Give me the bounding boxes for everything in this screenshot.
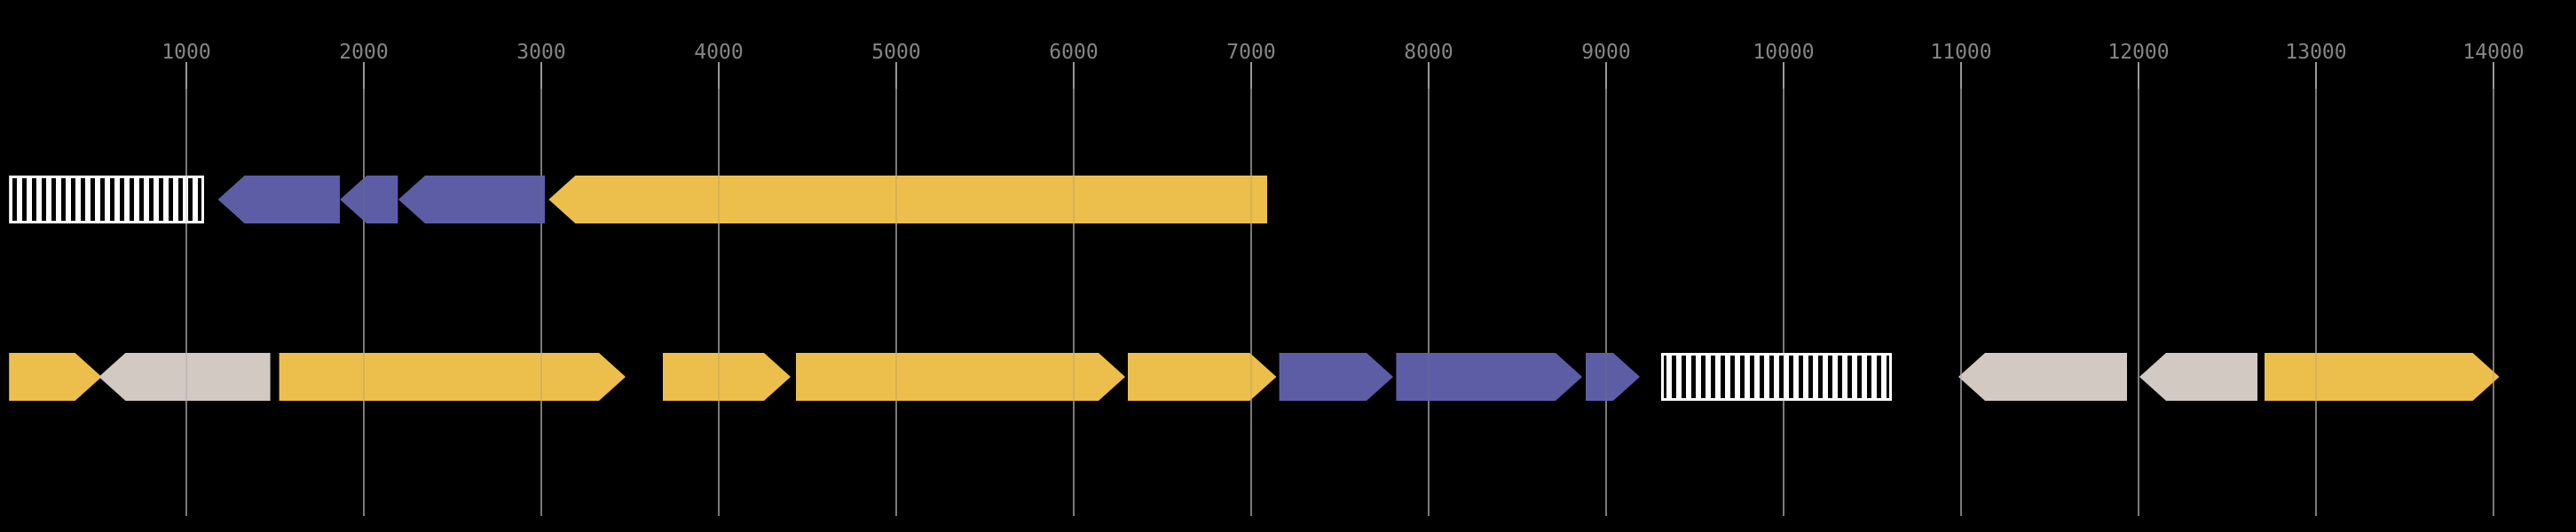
- gene-arrow-left-purple: [340, 176, 398, 223]
- gene-arrow-right-yellow: [796, 353, 1125, 401]
- gene-arrow-right-purple: [1396, 353, 1582, 401]
- gene-arrow-left-gray: [2139, 353, 2257, 401]
- axis-tick-labels: 1000 2000 3000 4000 5000 6000 7000 8000 9000 1000…: [161, 41, 2524, 64]
- tick-label: 4000: [694, 41, 743, 64]
- striped-box: [1661, 353, 1892, 401]
- gene-arrow-right-yellow: [9, 353, 102, 401]
- gene-arrow-right-yellow: [663, 353, 791, 401]
- gene-arrow-right-purple: [1279, 353, 1393, 401]
- tick-label: 12000: [2107, 41, 2169, 64]
- tick-label: 14000: [2462, 41, 2524, 64]
- gene-arrow-left-purple: [217, 176, 340, 223]
- tick-label: 5000: [871, 41, 920, 64]
- striped-box-hatch: [1664, 356, 1889, 398]
- tick-label: 10000: [1753, 41, 1814, 64]
- striped-box-hatch: [12, 178, 202, 221]
- gene-arrow-right-purple: [1586, 353, 1640, 401]
- striped-box: [9, 176, 205, 223]
- tick-label: 7000: [1226, 41, 1275, 64]
- grid-overlay: [185, 62, 2494, 516]
- tick-label: 9000: [1581, 41, 1630, 64]
- tick-label: 3000: [516, 41, 565, 64]
- gene-arrow-left-purple: [398, 176, 545, 223]
- tick-label: 1000: [161, 41, 210, 64]
- tick-label: 13000: [2285, 41, 2346, 64]
- track-2: [9, 353, 2500, 401]
- grid-lines: [185, 62, 2494, 516]
- track-1: [9, 176, 1267, 223]
- gene-arrow-left-gray: [1958, 353, 2127, 401]
- tick-label: 6000: [1049, 41, 1098, 64]
- gene-arrow-right-yellow: [2265, 353, 2500, 401]
- gene-arrow-left-gray: [98, 353, 271, 401]
- gene-arrow-right-yellow: [1128, 353, 1277, 401]
- tick-label: 2000: [339, 41, 388, 64]
- gene-arrow-right-yellow: [279, 353, 626, 401]
- tick-label: 8000: [1404, 41, 1453, 64]
- gene-arrow-left-yellow: [548, 176, 1267, 223]
- tick-label: 11000: [1930, 41, 1991, 64]
